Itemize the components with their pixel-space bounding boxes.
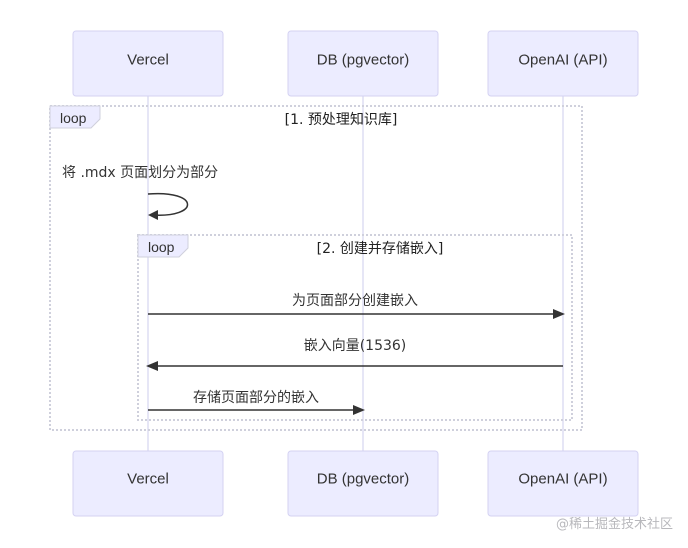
actor-db-bottom: DB (pgvector) <box>287 450 439 517</box>
loop-tab <box>49 105 101 129</box>
arrowhead <box>353 405 365 415</box>
loop-condition: [1. 预处理知识库] <box>285 111 398 128</box>
arrowhead <box>146 361 158 371</box>
loop-condition: [2. 创建并存储嵌入] <box>317 241 444 257</box>
actor-vercel-top: Vercel <box>72 30 224 97</box>
actor-label: OpenAI (API) <box>518 471 607 488</box>
actor-label: OpenAI (API) <box>518 52 607 69</box>
message-create-embedding: 为页面部分创建嵌入 <box>148 293 565 319</box>
message-self-split: 将 .mdx 页面划分为部分 <box>62 165 218 220</box>
arrowhead <box>553 309 565 319</box>
actor-label: DB (pgvector) <box>317 52 410 69</box>
message-label: 存储页面部分的嵌入 <box>193 390 319 406</box>
actor-label: Vercel <box>127 52 169 69</box>
watermark: @稀土掘金技术社区 <box>556 516 673 532</box>
actor-openai-top: OpenAI (API) <box>487 30 639 97</box>
message-store-embedding: 存储页面部分的嵌入 <box>148 390 365 415</box>
actor-label: Vercel <box>127 471 169 488</box>
arrowhead <box>148 210 158 220</box>
message-label: 嵌入向量(1536) <box>304 338 407 354</box>
loop-outer: loop [1. 预处理知识库] <box>49 105 583 431</box>
loop-keyword: loop <box>60 110 87 126</box>
message-label: 将 .mdx 页面划分为部分 <box>62 165 218 181</box>
message-label: 为页面部分创建嵌入 <box>292 293 418 309</box>
actor-db-top: DB (pgvector) <box>287 30 439 97</box>
loop-tab <box>137 234 189 258</box>
actor-openai-bottom: OpenAI (API) <box>487 450 639 517</box>
actor-vercel-bottom: Vercel <box>72 450 224 517</box>
message-embedding-vector: 嵌入向量(1536) <box>146 338 563 371</box>
actor-label: DB (pgvector) <box>317 471 410 488</box>
loop-keyword: loop <box>148 239 175 255</box>
loop-inner: loop [2. 创建并存储嵌入] <box>137 234 573 421</box>
